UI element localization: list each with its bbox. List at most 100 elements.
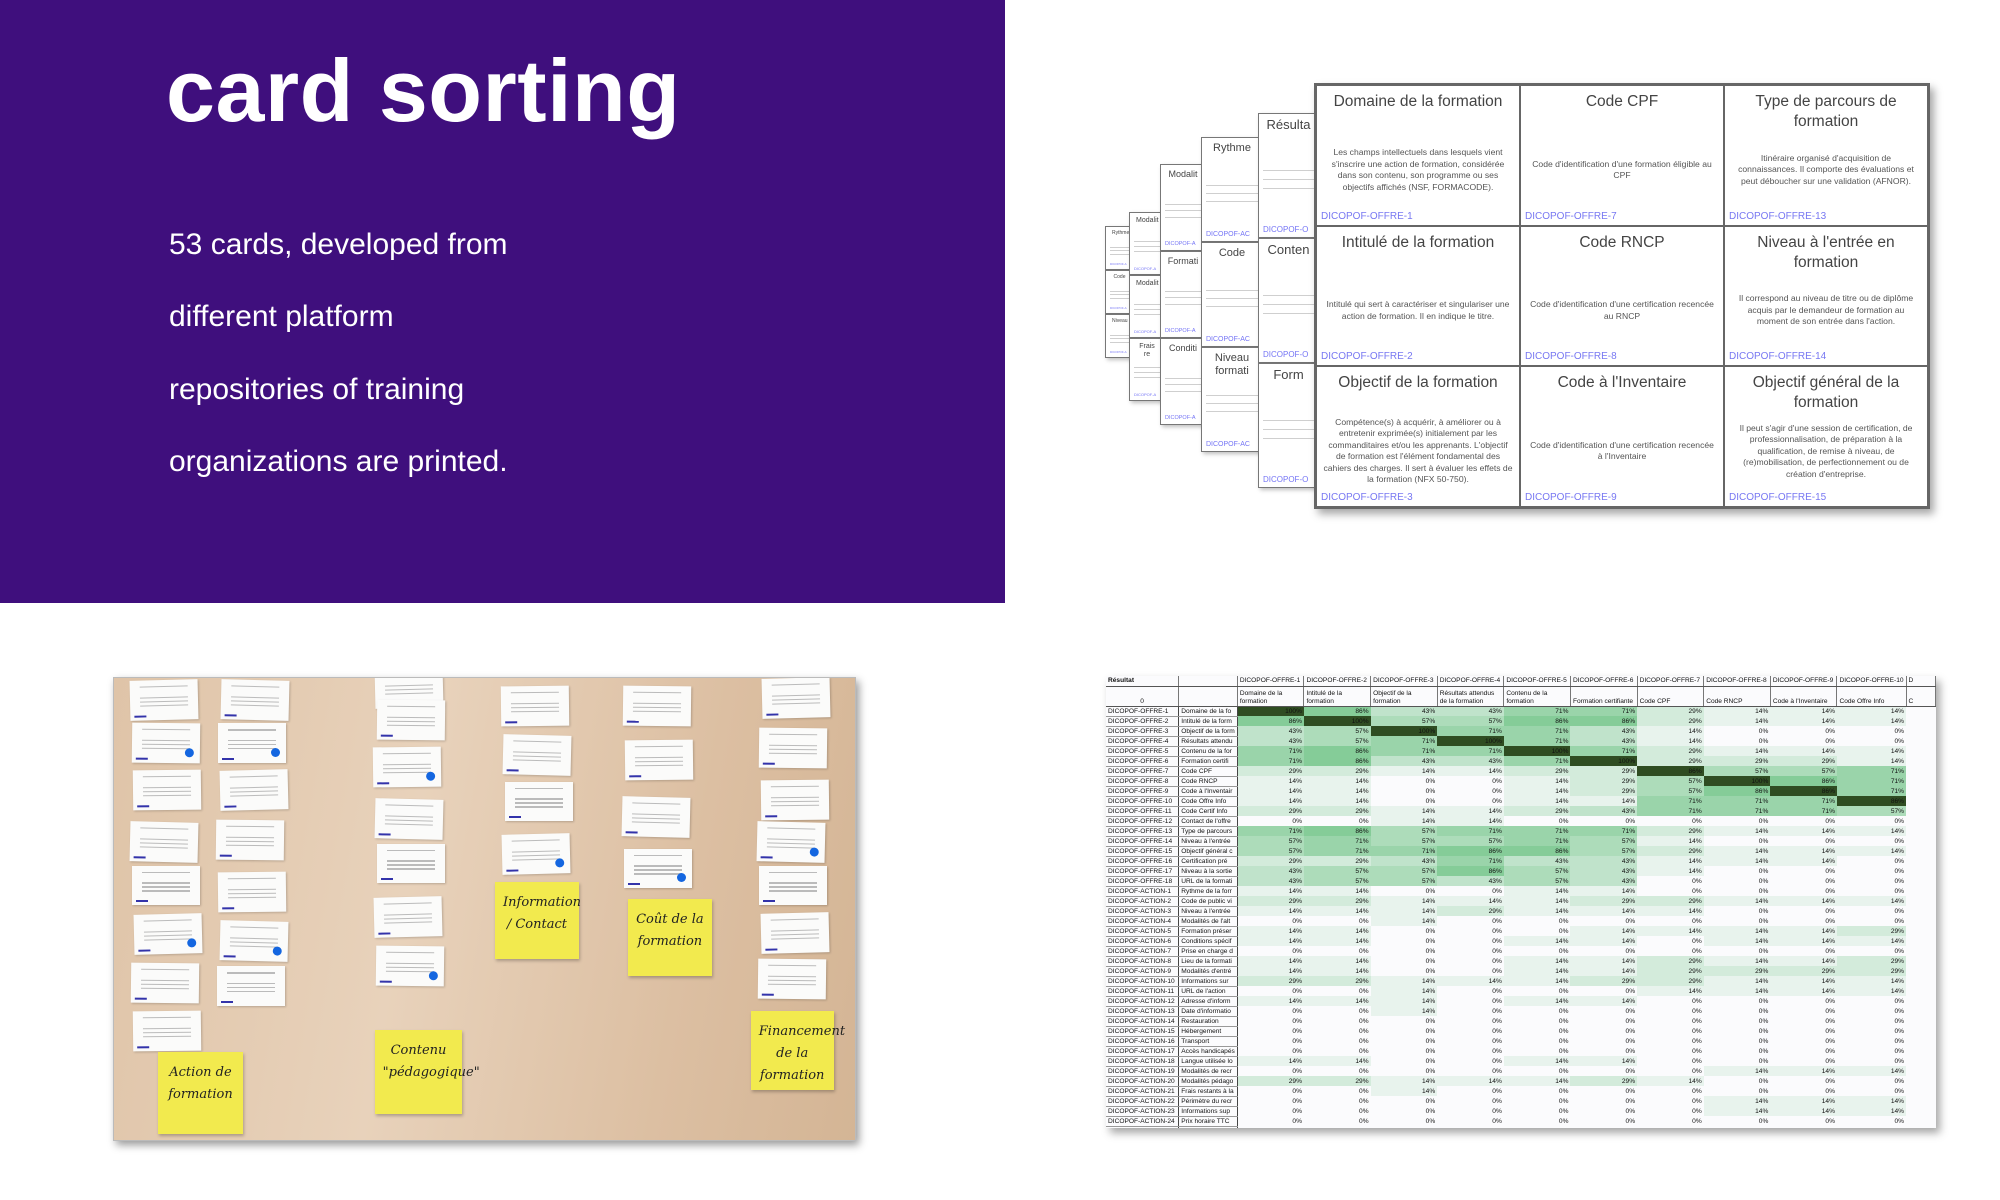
text-line bbox=[515, 806, 564, 808]
similarity-cell: 0% bbox=[1836, 1086, 1907, 1096]
similarity-cell: 71% bbox=[1503, 736, 1571, 746]
text-line bbox=[772, 694, 820, 697]
similarity-cell: 14% bbox=[1770, 1066, 1837, 1076]
field-card-code: DICOPOF-OFFRE-1 bbox=[1321, 210, 1413, 222]
similarity-cell: 0% bbox=[1836, 1006, 1907, 1016]
similarity-cell: 0% bbox=[1637, 1036, 1704, 1046]
similarity-cell: 14% bbox=[1770, 986, 1837, 996]
text-line bbox=[769, 886, 818, 888]
similarity-cell: 0% bbox=[1637, 996, 1704, 1006]
text-line bbox=[142, 1027, 191, 1030]
partial-cell bbox=[1906, 846, 1935, 856]
row-id: DICOPOF-OFFRE-4 bbox=[1106, 736, 1180, 747]
text-line bbox=[140, 968, 189, 971]
similarity-cell: 43% bbox=[1370, 706, 1438, 716]
blue-dot-sticker bbox=[270, 747, 280, 757]
field-card-title: Code CPF bbox=[1585, 93, 1659, 110]
stacked-card-title: Frais re bbox=[1139, 343, 1155, 359]
similarity-cell: 14% bbox=[1370, 816, 1438, 826]
similarity-cell: 0% bbox=[1303, 1036, 1371, 1046]
similarity-cell: 0% bbox=[1770, 816, 1837, 826]
text-line bbox=[231, 685, 280, 688]
column-label: Objectif de la formation bbox=[1370, 686, 1438, 707]
text-line bbox=[771, 932, 820, 936]
similarity-cell: 29% bbox=[1570, 766, 1638, 776]
text-line bbox=[515, 798, 564, 800]
text-line bbox=[385, 970, 434, 973]
card-code-mark bbox=[222, 904, 235, 910]
similarity-cell: 29% bbox=[1637, 706, 1704, 716]
similarity-cell: 14% bbox=[1437, 806, 1504, 816]
similarity-cell: 100% bbox=[1503, 746, 1571, 756]
similarity-cell: 0% bbox=[1370, 886, 1438, 896]
similarity-cell: 0% bbox=[1637, 1126, 1704, 1128]
similarity-cell: 86% bbox=[1770, 786, 1837, 796]
card-code-mark bbox=[137, 801, 150, 808]
similarity-cell: 14% bbox=[1370, 916, 1438, 926]
similarity-cell: 57% bbox=[1570, 836, 1638, 846]
paper-card bbox=[133, 769, 202, 811]
similarity-cell: 14% bbox=[1503, 936, 1571, 946]
text-line bbox=[386, 716, 435, 719]
text-line bbox=[142, 1031, 191, 1034]
similarity-cell: 0% bbox=[1570, 1026, 1638, 1036]
text-line bbox=[1206, 402, 1306, 404]
card-code-mark bbox=[626, 717, 639, 723]
similarity-cell: 71% bbox=[1437, 826, 1504, 836]
similarity-cell: 0% bbox=[1703, 1046, 1771, 1056]
similarity-cell: 0% bbox=[1503, 1106, 1571, 1116]
row-label: Prise en charge d bbox=[1178, 946, 1238, 957]
partial-cell bbox=[1906, 866, 1935, 876]
similarity-cell: 71% bbox=[1836, 776, 1907, 786]
row-label: Langue utilisée lo bbox=[1178, 1056, 1238, 1067]
similarity-cell: 14% bbox=[1637, 866, 1704, 876]
similarity-cell: 14% bbox=[1370, 996, 1438, 1006]
similarity-cell: 0% bbox=[1503, 916, 1571, 926]
similarity-cell: 0% bbox=[1836, 1126, 1907, 1128]
row-label: Code à l'Inventair bbox=[1178, 786, 1238, 797]
row-id: DICOPOF-ACTION-7 bbox=[1106, 946, 1180, 957]
similarity-cell: 0% bbox=[1503, 1016, 1571, 1026]
similarity-cell: 14% bbox=[1237, 926, 1304, 936]
similarity-cell: 14% bbox=[1770, 956, 1837, 966]
similarity-cell: 0% bbox=[1703, 1016, 1771, 1026]
similarity-cell: 0% bbox=[1703, 836, 1771, 846]
paper-card bbox=[501, 832, 571, 875]
column-label: Code à l'Inventaire bbox=[1770, 686, 1838, 707]
column-label: C bbox=[1906, 686, 1936, 707]
similarity-cell: 0% bbox=[1570, 816, 1638, 826]
similarity-cell: 0% bbox=[1703, 1036, 1771, 1046]
row-label: Prix horaire TTC bbox=[1178, 1116, 1238, 1127]
similarity-cell: 71% bbox=[1237, 756, 1304, 766]
sticky-note: Information / Contact bbox=[495, 882, 581, 960]
similarity-cell: 14% bbox=[1770, 716, 1837, 726]
partial-cell bbox=[1906, 996, 1935, 1006]
text-line bbox=[141, 747, 190, 750]
similarity-cell: 0% bbox=[1370, 1056, 1438, 1066]
similarity-cell: 14% bbox=[1570, 936, 1638, 946]
row-id: DICOPOF-OFFRE-14 bbox=[1106, 836, 1180, 847]
text-line bbox=[143, 786, 192, 789]
card-code-mark bbox=[625, 827, 638, 834]
paper-card bbox=[501, 685, 570, 727]
row-id: DICOPOF-OFFRE-11 bbox=[1106, 806, 1180, 817]
similarity-cell: 0% bbox=[1237, 1086, 1304, 1096]
row-id: DICOPOF-OFFRE-10 bbox=[1106, 796, 1180, 807]
similarity-cell: 29% bbox=[1303, 896, 1371, 906]
card-code-mark bbox=[220, 998, 233, 1003]
partial-cell bbox=[1906, 726, 1935, 736]
partial-cell bbox=[1906, 906, 1935, 916]
similarity-cell: 43% bbox=[1503, 856, 1571, 866]
